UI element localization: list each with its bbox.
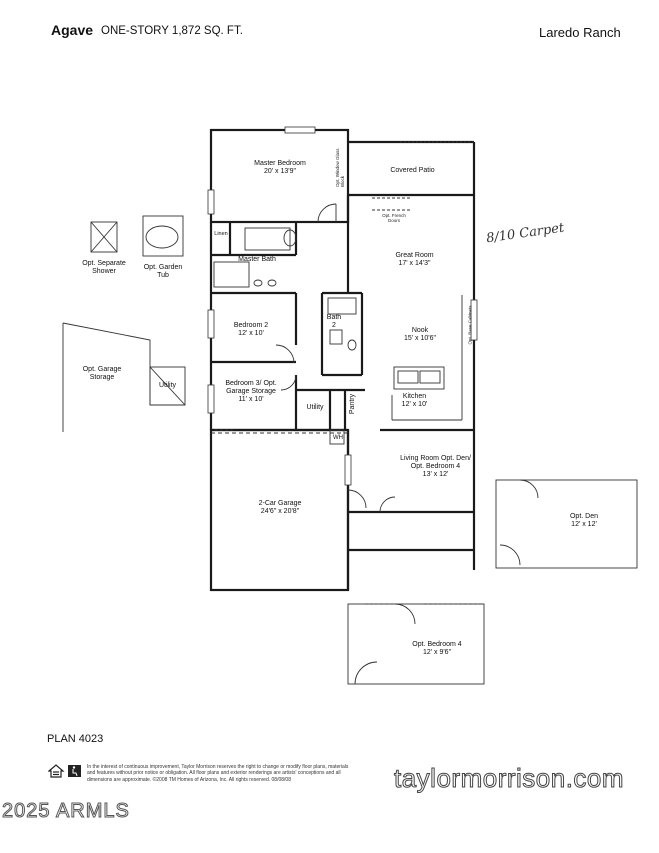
legal-disclaimer: In the interest of continuous improvemen… bbox=[87, 764, 349, 783]
plan-name: Agave bbox=[51, 22, 94, 38]
nook-label: Nook 15' x 10'6" bbox=[395, 327, 445, 343]
living-room-name: Living Room Opt. Den/ Opt. Bedroom 4 bbox=[400, 455, 471, 470]
utility-label: Utility bbox=[306, 404, 324, 411]
nook-name: Nook bbox=[411, 327, 429, 334]
opt-shower-label: Opt. Separate Shower bbox=[82, 260, 126, 275]
kitchen-label: Kitchen 12' x 10' bbox=[392, 393, 437, 409]
living-room-label: Living Room Opt. Den/ Opt. Bedroom 4 13'… bbox=[398, 455, 473, 479]
water-heater-label: WH bbox=[333, 435, 343, 441]
master-bedroom-size: 20' x 13'9" bbox=[263, 168, 296, 175]
bedroom3-label: Bedroom 3/ Opt. Garage Storage 11' x 10' bbox=[218, 380, 284, 404]
kitchen-size: 12' x 10' bbox=[401, 401, 428, 408]
community-name: Laredo Ranch bbox=[539, 25, 621, 40]
compliance-logos bbox=[47, 764, 84, 783]
brand-url: taylormorrison.com bbox=[393, 763, 625, 794]
opt-garage-storage-label: Opt. Garage Storage bbox=[82, 366, 122, 381]
living-room-size: 13' x 12' bbox=[422, 471, 449, 478]
great-room-size: 17' x 14'3" bbox=[398, 260, 431, 267]
master-bedroom-label: Master Bedroom 20' x 13'9" bbox=[250, 160, 310, 176]
pantry-label: Pantry bbox=[349, 393, 356, 415]
nook-size: 15' x 10'6" bbox=[403, 335, 436, 342]
opt-base-cabinets-label: Opt. Base Cabinets bbox=[467, 305, 473, 345]
opt-french-doors-label: Opt. French Doors bbox=[382, 213, 406, 223]
covered-patio-label: Covered Patio bbox=[390, 167, 435, 174]
bedroom3-size: 11' x 10' bbox=[238, 396, 264, 403]
opt-window-label: Opt. Window Glass Block bbox=[335, 148, 345, 187]
plan-number: PLAN 4023 bbox=[47, 733, 104, 745]
great-room-name: Great Room bbox=[395, 252, 434, 259]
opt-utility-label: Utility bbox=[158, 382, 177, 389]
opt-bedroom4-name: Opt. Bedroom 4 bbox=[412, 641, 462, 648]
opt-den-label: Opt. Den 12' x 12' bbox=[560, 513, 608, 529]
master-bath-label: Master Bath bbox=[238, 256, 276, 263]
opt-bedroom4-size: 12' x 9'6" bbox=[422, 649, 452, 656]
plan-subtitle: ONE-STORY 1,872 SQ. FT. bbox=[101, 25, 243, 37]
bedroom2-name: Bedroom 2 bbox=[233, 322, 269, 329]
garage-name: 2-Car Garage bbox=[258, 500, 302, 507]
equal-housing-icon bbox=[47, 764, 65, 778]
garage-size: 24'6" x 20'8" bbox=[260, 508, 300, 515]
kitchen-name: Kitchen bbox=[402, 393, 427, 400]
garage-label: 2-Car Garage 24'6" x 20'8" bbox=[245, 500, 315, 516]
accessibility-icon bbox=[68, 765, 81, 777]
opt-tub-label: Opt. Garden Tub bbox=[143, 264, 183, 279]
opt-bedroom4-label: Opt. Bedroom 4 12' x 9'6" bbox=[412, 641, 462, 657]
bedroom3-name: Bedroom 3/ Opt. Garage Storage bbox=[225, 380, 277, 395]
linen-label: Linen bbox=[214, 231, 228, 237]
bedroom2-label: Bedroom 2 12' x 10' bbox=[226, 322, 276, 338]
great-room-label: Great Room 17' x 14'3" bbox=[387, 252, 442, 268]
bedroom2-size: 12' x 10' bbox=[238, 330, 264, 337]
opt-den-size: 12' x 12' bbox=[571, 521, 597, 528]
bath2-label: Bath 2 bbox=[326, 314, 342, 329]
opt-den-name: Opt. Den bbox=[569, 513, 598, 520]
mls-watermark: 2025 ARMLS bbox=[2, 800, 130, 823]
master-bedroom-name: Master Bedroom bbox=[254, 160, 306, 167]
